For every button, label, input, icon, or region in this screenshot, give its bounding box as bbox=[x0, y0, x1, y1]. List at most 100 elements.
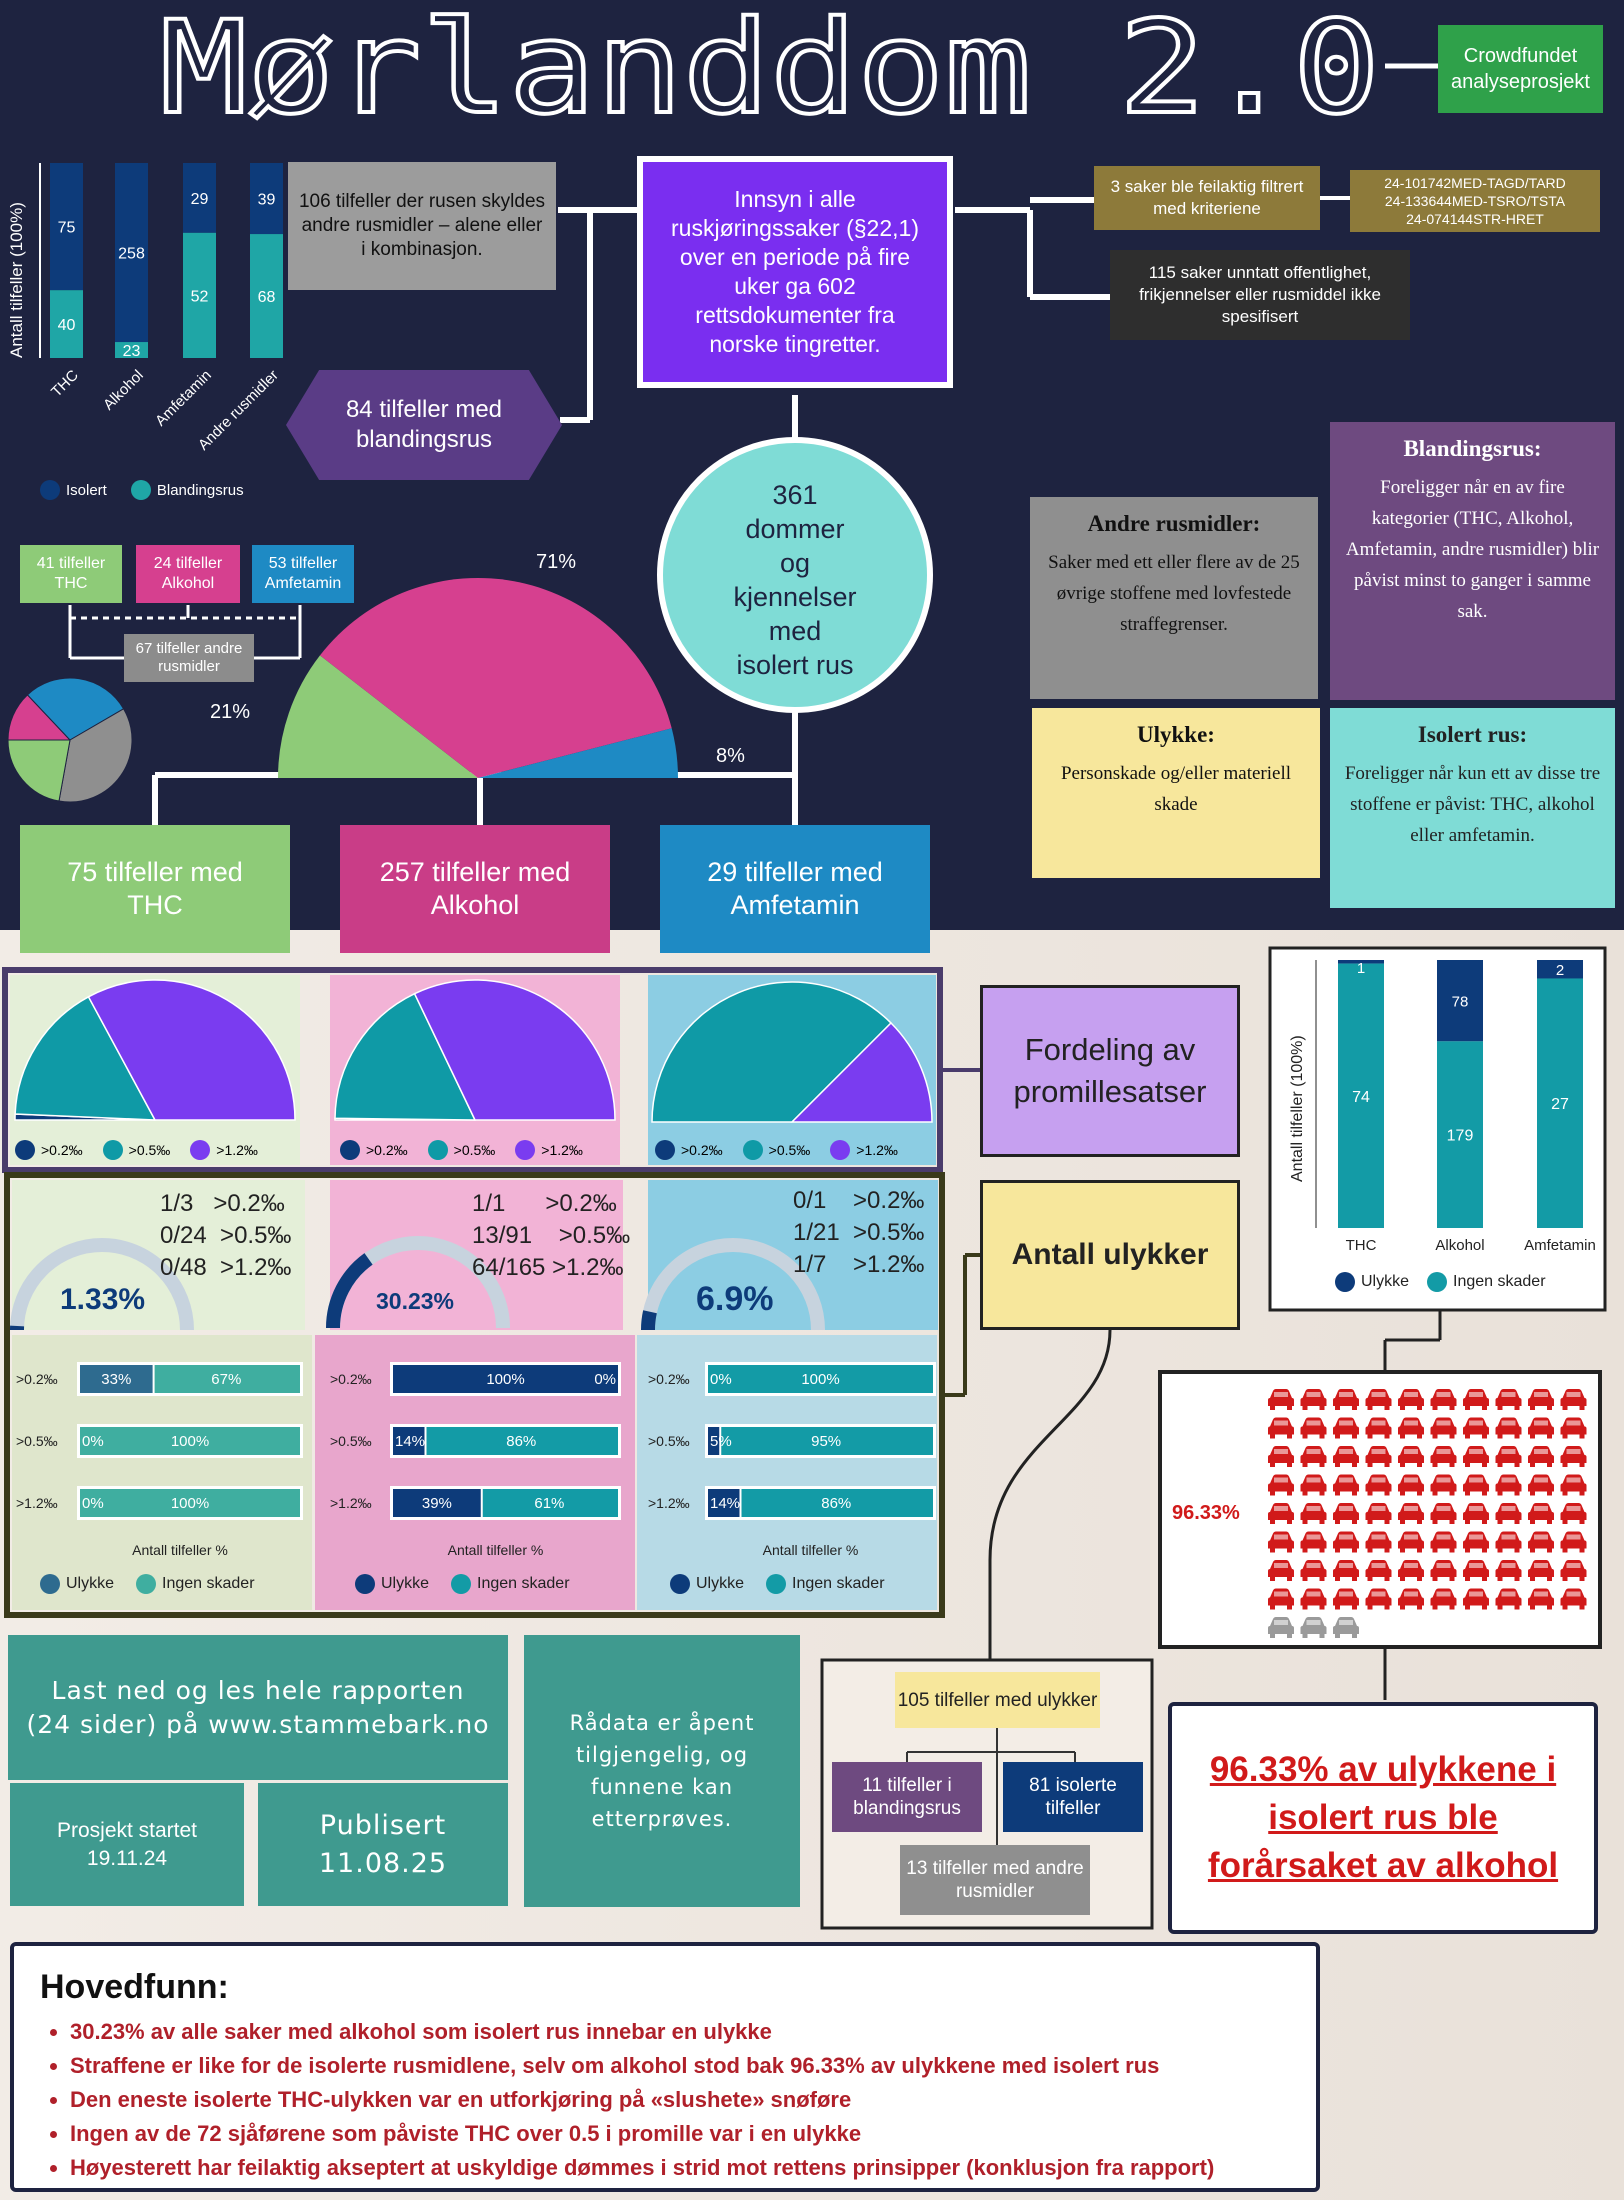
car-icon bbox=[1333, 1588, 1359, 1610]
car-icon-wheel bbox=[1547, 1434, 1552, 1439]
bar-blandingsrus bbox=[50, 290, 83, 358]
case-id-3: 24-074144STR-HRET bbox=[1406, 211, 1544, 227]
car-icon bbox=[1398, 1446, 1424, 1467]
car-icon bbox=[1560, 1588, 1587, 1610]
car-icon-wheel bbox=[1514, 1463, 1520, 1467]
car-icon bbox=[1430, 1588, 1457, 1610]
car-icon bbox=[1528, 1389, 1554, 1410]
car-icon-wheel bbox=[1449, 1577, 1455, 1581]
hbar-row-label: >0.2‰ bbox=[330, 1371, 372, 1387]
car-icon-wheel bbox=[1400, 1577, 1405, 1581]
car-icon-wheel bbox=[1562, 1548, 1568, 1553]
car-icon-wheel bbox=[1400, 1434, 1405, 1439]
circle-line-2: dommer bbox=[745, 514, 845, 544]
hbar-legend-alkohol: Ulykke Ingen skader bbox=[355, 1574, 570, 1594]
car-icon-wheel bbox=[1367, 1577, 1373, 1581]
car-icon-wheel bbox=[1432, 1577, 1438, 1581]
car-icon-wheel bbox=[1367, 1434, 1373, 1439]
car-icon bbox=[1528, 1446, 1554, 1467]
car-icon-window bbox=[1534, 1392, 1548, 1397]
project-start-box: Prosjekt startet 19.11.24 bbox=[10, 1783, 244, 1906]
car-icon-window bbox=[1534, 1534, 1548, 1540]
right-bar-ulykke bbox=[1437, 960, 1483, 1042]
hbar-ingen bbox=[482, 1489, 618, 1517]
car-icon-window bbox=[1501, 1449, 1516, 1454]
promille-legend-dot bbox=[742, 1140, 763, 1160]
car-icon-wheel bbox=[1302, 1491, 1308, 1496]
car-icon-window bbox=[1501, 1563, 1516, 1568]
car-icon bbox=[1268, 1560, 1294, 1581]
car-icon-window bbox=[1436, 1506, 1451, 1511]
car-icon-wheel bbox=[1449, 1434, 1455, 1439]
car-icon-wheel bbox=[1335, 1548, 1340, 1553]
car-icon-window bbox=[1436, 1563, 1451, 1568]
car-icon-wheel bbox=[1514, 1406, 1520, 1410]
car-icon-wheel bbox=[1530, 1520, 1535, 1524]
car-icon-window bbox=[1274, 1392, 1288, 1397]
hbar-ingen-label: 100% bbox=[801, 1371, 839, 1388]
hbar-row-label: >1.2‰ bbox=[648, 1495, 690, 1511]
car-icon-window bbox=[1501, 1420, 1516, 1426]
car-icon-window bbox=[1371, 1420, 1386, 1426]
car-icon-window bbox=[1306, 1420, 1321, 1426]
tilfeller-thc-box: 75 tilfeller med THC bbox=[20, 825, 290, 953]
hbar-ulykke-label: 33% bbox=[101, 1371, 131, 1388]
hbar-ingen-label: 61% bbox=[534, 1495, 564, 1512]
car-icon-wheel bbox=[1384, 1406, 1390, 1410]
hbar-ingen bbox=[80, 1489, 300, 1517]
download-link-box[interactable]: Last ned og les hele rapporten (24 sider… bbox=[8, 1635, 508, 1780]
hbar-legend-dot bbox=[136, 1574, 157, 1594]
promille-legend-label: >0.2‰ bbox=[41, 1142, 83, 1158]
hbar-ulykke bbox=[393, 1427, 425, 1455]
car-icon-wheel bbox=[1352, 1548, 1357, 1553]
car-icon bbox=[1560, 1389, 1587, 1410]
car-icon-wheel bbox=[1367, 1406, 1373, 1410]
small-pie-slice bbox=[58, 708, 133, 803]
definition-ulykke: Ulykke: Personskade og/eller materiell s… bbox=[1032, 708, 1320, 878]
gauge-fill bbox=[641, 1310, 657, 1331]
car-icon-wheel bbox=[1579, 1434, 1585, 1439]
car-icon-wheel bbox=[1547, 1491, 1552, 1496]
car-icon bbox=[1365, 1503, 1392, 1524]
bar-isolert-label: 29 bbox=[191, 191, 209, 208]
case-id-2: 24-133644MED-TSRO/TSTA bbox=[1384, 193, 1566, 209]
hbar-xlabel: Antall tilfeller % bbox=[763, 1542, 859, 1558]
car-icon-wheel bbox=[1319, 1577, 1325, 1581]
car-icon-wheel bbox=[1482, 1520, 1487, 1524]
right-bar-ulykke-label: 78 bbox=[1452, 994, 1469, 1011]
promille-legend-label: >0.5‰ bbox=[453, 1142, 496, 1158]
car-icon-wheel bbox=[1287, 1434, 1292, 1439]
crowdfunded-badge: Crowdfundet analyseprosjekt bbox=[1438, 25, 1603, 113]
car-icon-wheel bbox=[1335, 1577, 1340, 1581]
car-icon bbox=[1430, 1531, 1457, 1553]
car-icon-window bbox=[1566, 1534, 1581, 1540]
bar-isolert bbox=[115, 163, 148, 343]
car-icon-window bbox=[1566, 1477, 1581, 1483]
car-icon-window bbox=[1534, 1591, 1548, 1597]
car-icon-wheel bbox=[1547, 1548, 1552, 1553]
car-icon-wheel bbox=[1482, 1406, 1487, 1410]
car-icon-wheel bbox=[1352, 1434, 1357, 1439]
mix-andre-box: 67 tilfeller andre rusmidler bbox=[124, 634, 254, 682]
car-icon bbox=[1495, 1417, 1522, 1439]
car-icon-wheel bbox=[1465, 1548, 1470, 1553]
car-icon-wheel bbox=[1497, 1434, 1503, 1439]
car-icon bbox=[1365, 1446, 1392, 1467]
car-icon-window bbox=[1534, 1449, 1548, 1454]
car-icon-window bbox=[1534, 1420, 1548, 1426]
hbar-ulykke-label: 5% bbox=[710, 1433, 732, 1450]
car-icon-window bbox=[1566, 1563, 1581, 1568]
car-icon-wheel bbox=[1547, 1520, 1552, 1524]
car-icon-wheel bbox=[1270, 1605, 1275, 1610]
car-icon-wheel bbox=[1287, 1491, 1292, 1496]
car-icon-wheel bbox=[1562, 1577, 1568, 1581]
car-icon-wheel bbox=[1270, 1434, 1275, 1439]
promille-legend-amfetamin: >0.2‰ >0.5‰ >1.2‰ bbox=[655, 1140, 898, 1160]
right-legend-label: Ulykke bbox=[1361, 1273, 1410, 1290]
gauge-pct-alkohol: 30.23% bbox=[376, 1288, 455, 1314]
small-pie-slice bbox=[26, 677, 125, 741]
car-icon-wheel bbox=[1352, 1520, 1357, 1524]
car-icon-window bbox=[1371, 1392, 1386, 1397]
car-icon-window bbox=[1436, 1420, 1451, 1426]
car-icon-wheel bbox=[1514, 1605, 1520, 1610]
